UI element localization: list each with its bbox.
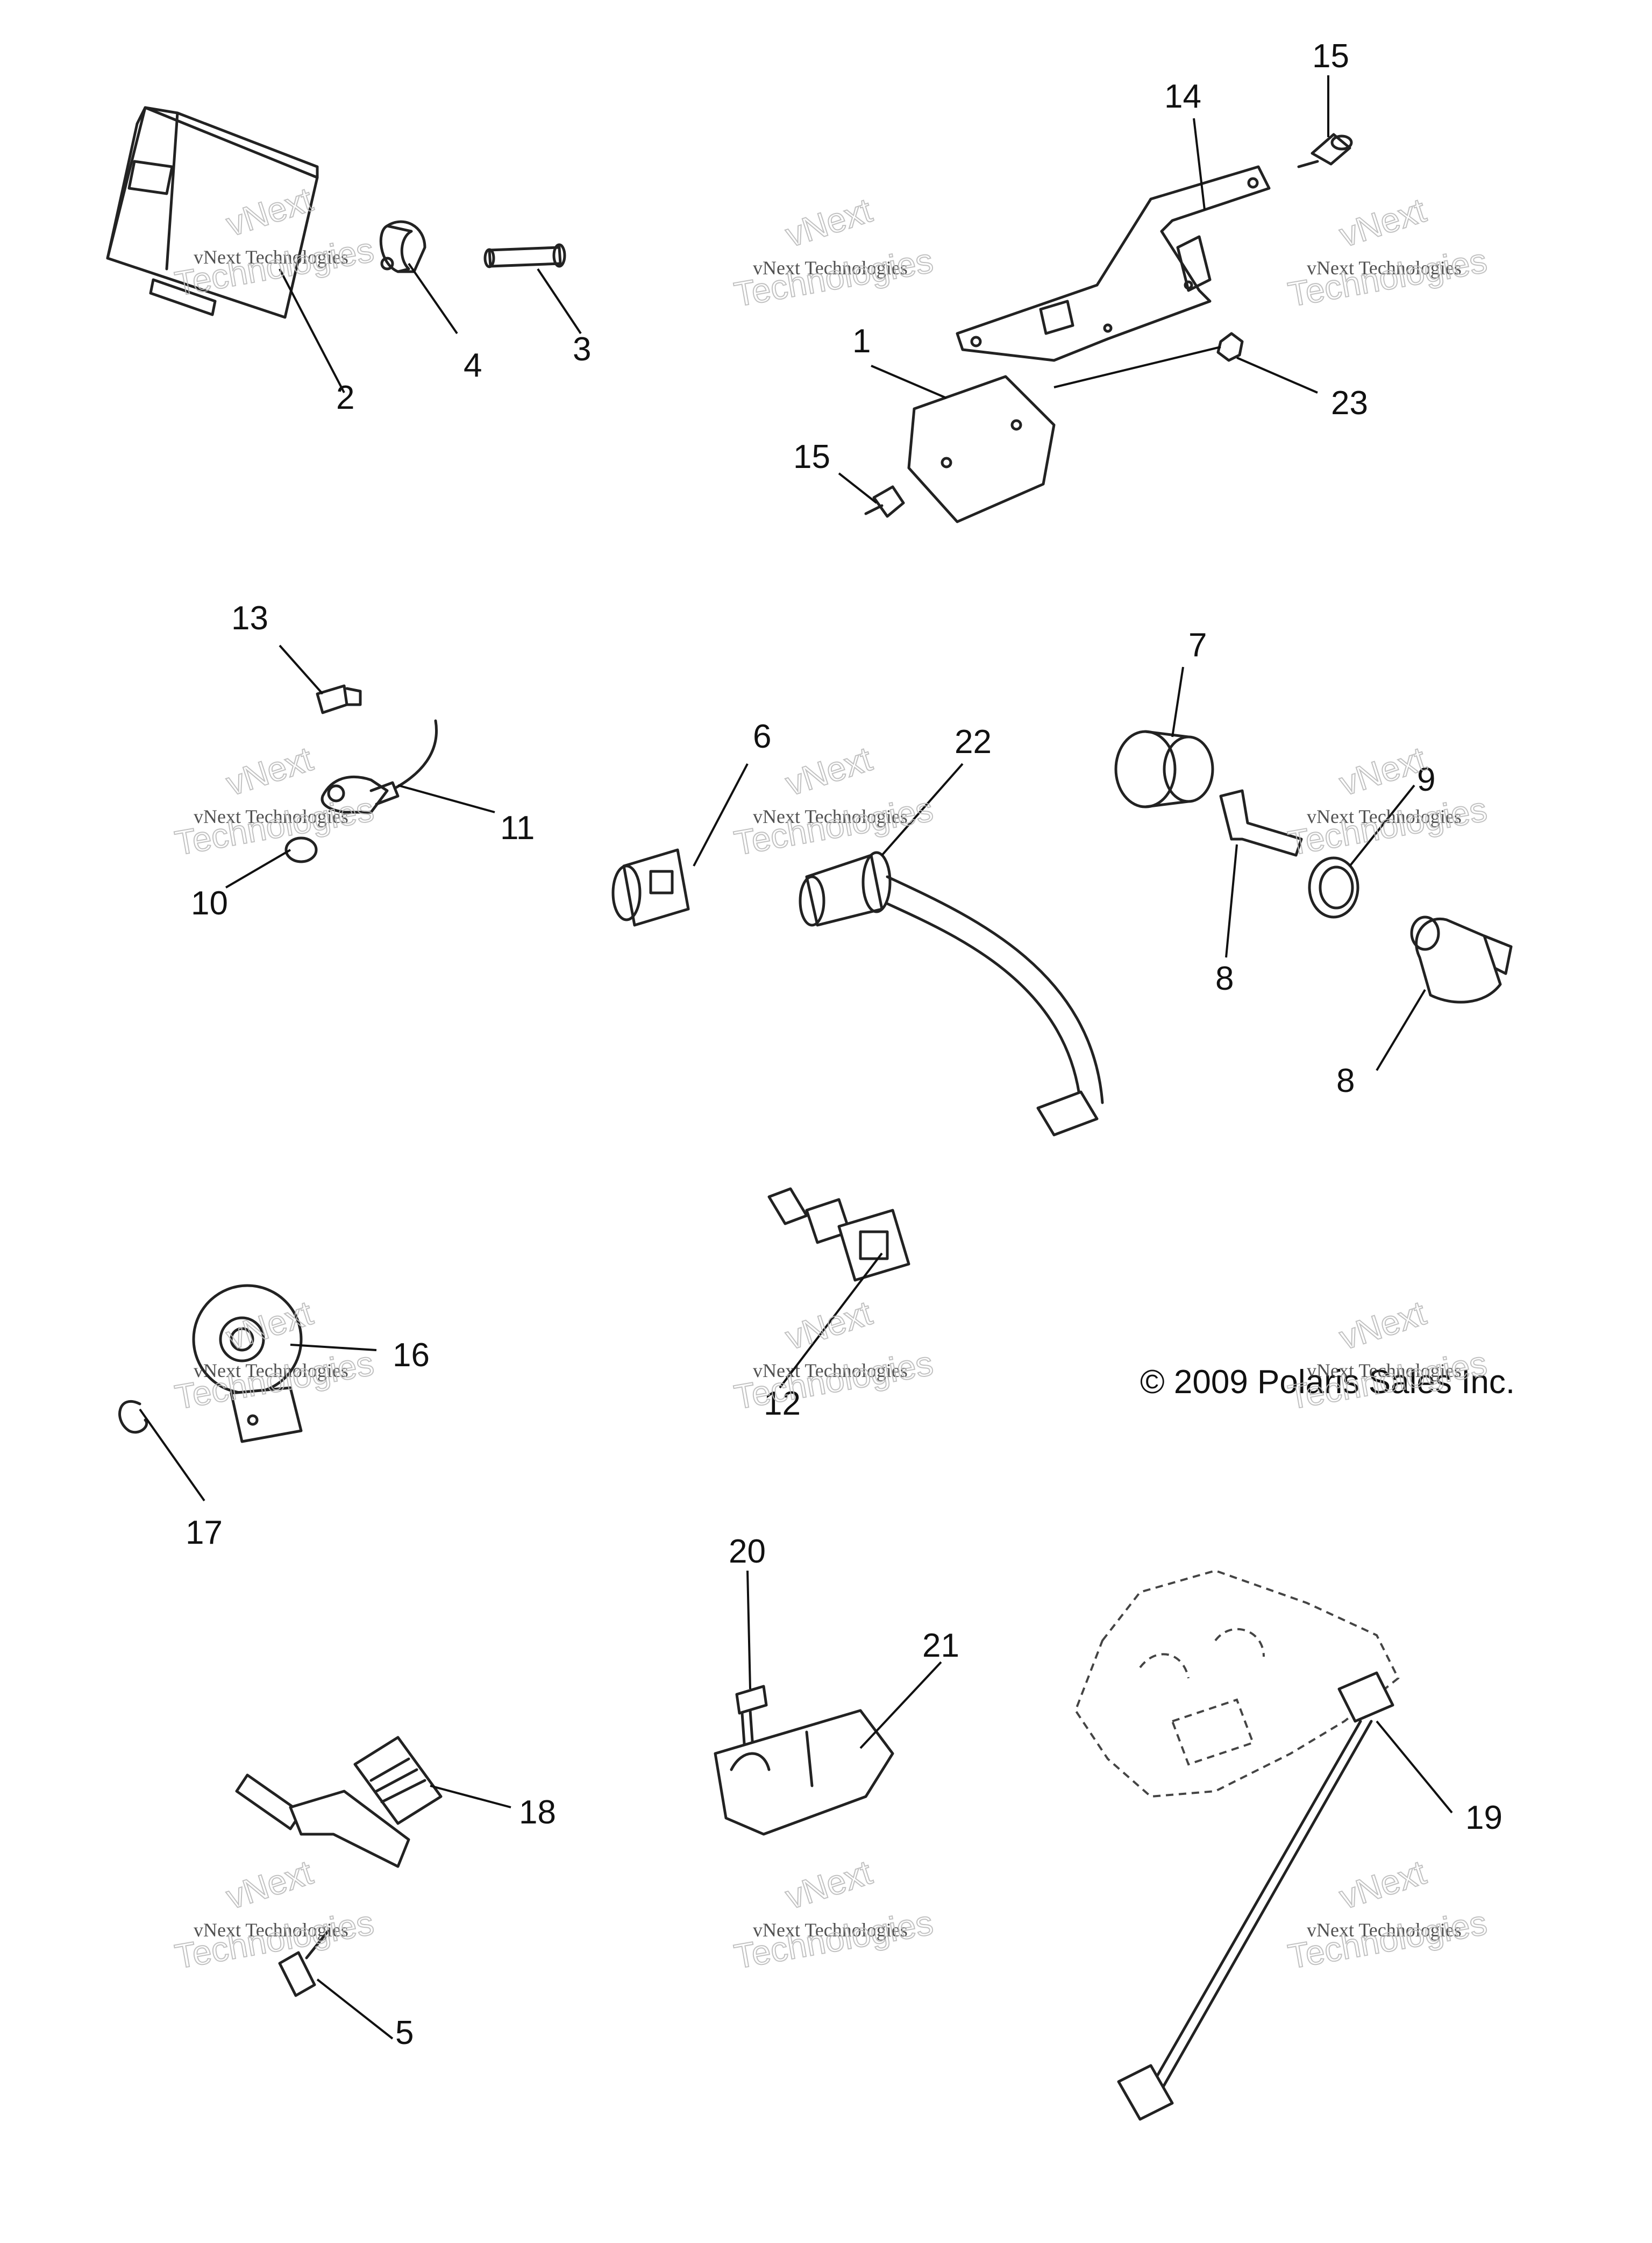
callout-18: 18 [519,1794,556,1831]
callout-2: 2 [336,379,354,416]
callout-21: 21 [922,1627,959,1664]
svg-text:Technologies: Technologies [731,241,936,314]
watermark: vNext vNext Technologies Technologies [731,739,936,863]
callout-19: 19 [1465,1799,1503,1836]
temp-sensor-part-12 [767,1187,910,1282]
svg-text:vNext: vNext [1335,1852,1430,1917]
svg-text:Technologies: Technologies [1285,1903,1490,1976]
callout-labels: 2 4 3 1 14 15 15 23 13 11 10 6 22 7 9 8 … [186,38,1503,2052]
svg-text:vNext: vNext [222,739,317,803]
watermark: vNext vNext Technologies Technologies [1285,739,1490,863]
watermark: vNext vNext Technologies Technologies [172,739,377,863]
svg-text:vNext: vNext [781,190,877,254]
svg-text:vNext: vNext [781,1293,877,1357]
svg-text:vNext Technologies: vNext Technologies [194,1360,348,1381]
nut-part-23 [1216,332,1244,362]
callout-8-switch: 8 [1336,1062,1355,1099]
engine-outline-part-19 [1074,1569,1400,2121]
svg-text:Technologies: Technologies [1285,790,1490,863]
svg-text:vNext: vNext [1335,739,1430,803]
svg-text:Technologies: Technologies [731,790,936,863]
callout-15-left: 15 [793,438,830,475]
svg-text:vNext Technologies: vNext Technologies [1307,257,1462,279]
copyright-notice: © 2009 Polaris Sales Inc. [1140,1364,1515,1401]
svg-text:Technologies: Technologies [1285,241,1490,314]
callout-3: 3 [573,331,591,368]
svg-text:Technologies: Technologies [731,1344,936,1417]
callout-23: 23 [1331,385,1368,422]
svg-text:vNext Technologies: vNext Technologies [194,246,348,268]
ecu-module-part-2 [106,106,319,319]
pin-part-3 [483,243,566,268]
screw-part-15-left [864,485,905,518]
svg-text:vNext Technologies: vNext Technologies [753,1919,908,1941]
connector-part-6 [611,848,690,927]
bolt-part-13 [316,684,362,714]
callout-12: 12 [764,1385,801,1422]
watermark: vNext vNext Technologies Technologies [172,1852,377,1977]
svg-text:vNext: vNext [781,1852,877,1917]
watermark: vNext vNext Technologies Technologies [731,190,936,315]
callout-10: 10 [191,885,228,922]
callout-8-tab: 8 [1215,960,1234,997]
callout-20: 20 [729,1533,766,1570]
svg-text:Technologies: Technologies [731,1903,936,1976]
callout-14: 14 [1164,78,1201,115]
clip-part-17 [118,1400,148,1434]
leader-lines [139,75,1453,2040]
knock-sensor-part-16 [192,1284,303,1443]
svg-text:Technologies: Technologies [172,1903,376,1976]
svg-text:Technologies: Technologies [1285,1344,1490,1417]
callout-7: 7 [1188,627,1207,664]
callout-1: 1 [852,323,871,360]
callout-16: 16 [393,1337,430,1374]
callout-17: 17 [186,1514,223,1551]
tab-part-8 [1219,789,1303,857]
switch-part-8 [1410,915,1513,1004]
sensor-hose-part-22 [799,851,1104,1137]
callout-9: 9 [1417,761,1435,798]
callout-13: 13 [231,600,268,637]
watermark: vNext vNext Technologies Technologies [1285,1852,1490,1977]
svg-text:vNext Technologies: vNext Technologies [753,806,908,827]
screw-part-15-top [1297,133,1353,168]
svg-text:vNext Technologies: vNext Technologies [753,1360,908,1381]
svg-text:vNext: vNext [1335,190,1430,254]
watermark-group: vNext vNext Technologies Technologies vN… [172,179,1490,1977]
svg-text:vNext: vNext [1335,1293,1430,1357]
svg-text:vNext Technologies: vNext Technologies [753,257,908,279]
o-ring-part-10 [284,836,318,863]
bracket-part-14 [956,165,1271,362]
watermark: vNext vNext Technologies Technologies [1285,190,1490,315]
module-plate-part-1 [907,375,1056,523]
svg-text:vNext: vNext [222,1852,317,1917]
watermark: vNext vNext Technologies Technologies [731,1293,936,1417]
speed-sensor-part-18 [235,1736,443,1868]
callout-22: 22 [955,723,992,761]
svg-text:vNext Technologies: vNext Technologies [1307,1919,1462,1941]
sensor-part-11 [321,719,438,814]
svg-text:vNext Technologies: vNext Technologies [194,1919,348,1941]
watermark: vNext vNext Technologies Technologies [731,1852,936,1977]
cap-part-7 [1114,730,1214,808]
svg-text:vNext Technologies: vNext Technologies [1307,1360,1462,1381]
svg-text:vNext Technologies: vNext Technologies [194,806,348,827]
callout-11: 11 [500,810,535,847]
callout-4: 4 [464,347,482,384]
svg-text:vNext: vNext [781,739,877,803]
svg-text:vNext Technologies: vNext Technologies [1307,806,1462,827]
clamp-part-4 [379,220,426,273]
svg-text:Technologies: Technologies [172,790,376,863]
callout-5: 5 [395,2014,414,2052]
map-sensor-part-21 [714,1709,894,1836]
callout-15-top: 15 [1312,38,1349,75]
callout-6: 6 [753,718,771,755]
bolt-part-5 [278,1929,330,1997]
ring-part-9 [1308,856,1359,919]
